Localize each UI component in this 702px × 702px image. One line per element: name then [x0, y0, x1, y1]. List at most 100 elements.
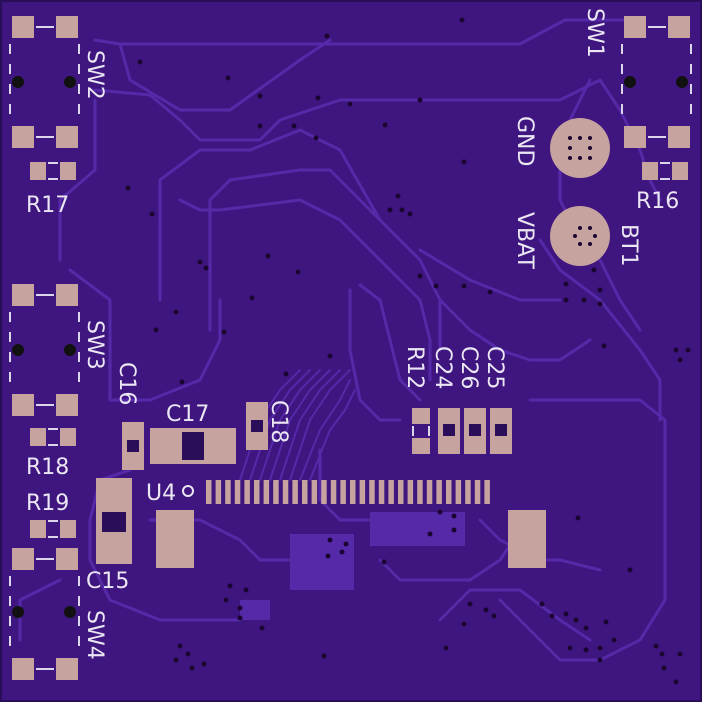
via — [189, 665, 195, 671]
c25-body — [495, 424, 507, 436]
via — [225, 75, 231, 81]
via — [581, 297, 587, 303]
vbat-via-cluster — [573, 226, 597, 246]
via — [597, 301, 603, 307]
switch-sw2[interactable]: SW2 — [9, 16, 107, 148]
u4-pin — [254, 480, 260, 504]
via — [321, 653, 327, 659]
c26-body — [469, 424, 481, 436]
gnd-label: GND — [512, 116, 537, 166]
connector-u4[interactable]: U4 — [146, 480, 546, 568]
via — [601, 343, 607, 349]
via — [381, 559, 387, 565]
via — [179, 379, 185, 385]
r18-pad-2 — [60, 428, 76, 446]
capacitor-c15[interactable]: C15 — [86, 478, 132, 594]
switch-sw1[interactable]: SW1 — [582, 8, 692, 148]
r16-label: R16 — [636, 189, 679, 214]
via — [221, 329, 227, 335]
via — [315, 95, 321, 101]
capacitor-c25[interactable]: C25 — [482, 346, 512, 454]
via — [173, 657, 179, 663]
capacitor-c24[interactable]: C24 — [430, 346, 460, 454]
u4-pin1-marker — [182, 485, 194, 497]
via — [483, 607, 489, 613]
via — [427, 531, 433, 537]
via — [451, 527, 457, 533]
c15-label: C15 — [86, 569, 129, 594]
via — [597, 657, 603, 663]
via — [265, 253, 271, 259]
resistor-r19[interactable]: R19 — [26, 491, 76, 538]
via — [459, 17, 465, 23]
sw1-pad-2 — [668, 16, 690, 38]
via — [295, 269, 301, 275]
u4-pin — [426, 480, 433, 504]
u4-pin — [398, 480, 404, 504]
via — [153, 327, 159, 333]
via — [237, 615, 243, 621]
via — [597, 287, 603, 293]
via — [451, 513, 457, 519]
u4-anchor-right — [508, 510, 546, 568]
sw3-hole-1 — [12, 344, 24, 356]
c24-label: C24 — [430, 346, 455, 389]
r18-pad-1 — [30, 428, 46, 446]
via — [417, 273, 423, 279]
via — [591, 267, 597, 273]
testpoint-vbat[interactable]: VBAT BT1 — [512, 206, 641, 269]
via — [173, 309, 179, 315]
capacitor-c16[interactable]: C16 — [114, 362, 144, 470]
via — [347, 101, 353, 107]
sw1-pad-1 — [624, 16, 646, 38]
via — [653, 643, 659, 649]
testpoint-gnd[interactable]: GND — [512, 116, 610, 178]
via — [382, 122, 388, 128]
switch-sw3[interactable]: SW3 — [9, 284, 107, 416]
u4-pin — [378, 480, 385, 504]
sw4-hole-2 — [64, 606, 76, 618]
capacitor-c26[interactable]: C26 — [456, 346, 486, 454]
capacitor-c17[interactable]: C17 — [150, 402, 236, 464]
switch-sw4[interactable]: SW4 — [9, 548, 107, 680]
via — [201, 661, 207, 667]
sw1-pad-4 — [668, 126, 690, 148]
via — [597, 645, 603, 651]
gnd-via-cluster — [568, 136, 592, 160]
u4-pin — [484, 480, 490, 504]
r17-pad-1 — [30, 162, 46, 180]
resistor-r17[interactable]: R17 — [26, 162, 76, 218]
u4-pin — [263, 480, 270, 504]
u4-pin — [446, 480, 452, 504]
via — [467, 601, 473, 607]
r17-label: R17 — [26, 193, 69, 218]
via — [417, 97, 423, 103]
r17-pad-2 — [60, 162, 76, 180]
via — [573, 617, 579, 623]
via — [283, 371, 289, 377]
c18-label: C18 — [266, 400, 291, 443]
via — [603, 619, 609, 625]
u4-pin — [282, 480, 289, 504]
u4-pin — [206, 480, 212, 504]
u4-pin — [215, 480, 222, 504]
resistor-r16[interactable]: R16 — [636, 162, 688, 214]
copper-pour-c — [240, 600, 270, 620]
via — [137, 59, 143, 65]
capacitor-c18[interactable]: C18 — [246, 400, 291, 450]
sw1-hole-1 — [624, 76, 636, 88]
sw4-pad-4 — [56, 658, 78, 680]
u4-label: U4 — [146, 481, 176, 506]
u4-pin — [302, 480, 308, 504]
resistor-r12[interactable]: R12 — [402, 346, 430, 454]
sw2-pad-2 — [56, 16, 78, 38]
u4-pin — [474, 480, 481, 504]
via — [461, 159, 467, 165]
resistor-r18[interactable]: R18 — [26, 428, 76, 480]
sw4-pad-2 — [56, 548, 78, 570]
vbat-label: VBAT — [512, 212, 537, 269]
via — [661, 665, 667, 671]
via — [677, 651, 683, 657]
sw4-label: SW4 — [82, 610, 107, 660]
